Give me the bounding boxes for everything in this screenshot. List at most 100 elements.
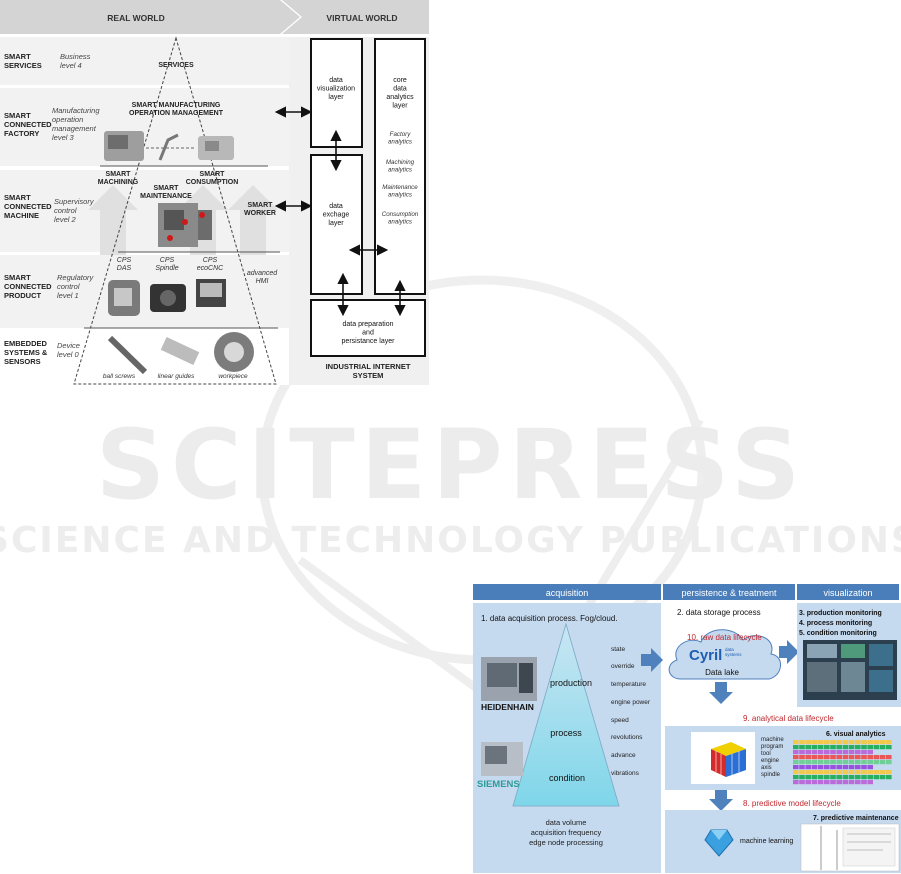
condition-monitoring-label: 5. condition monitoring	[799, 630, 877, 637]
header-acquisition	[473, 584, 661, 600]
heatmap-cell	[799, 780, 805, 785]
heatmap-cell	[799, 740, 805, 745]
heatmap-cell	[824, 775, 830, 780]
heatmap-cell	[824, 760, 830, 765]
heidenhain-machine	[481, 657, 537, 701]
heatmap-cell	[793, 775, 799, 780]
heatmap-cell	[867, 755, 873, 760]
raw-data-lifecycle: 10. raw data lifecycle	[687, 633, 762, 642]
heatmap-cell	[811, 775, 818, 780]
svg-text:temperature: temperature	[611, 681, 646, 688]
heatmap-cell	[842, 765, 849, 770]
heatmap-cell	[873, 755, 880, 760]
svg-text:tool: tool	[761, 751, 771, 757]
arrow-to-analytics	[709, 682, 733, 704]
real-world-label: REAL WORLD	[107, 13, 164, 23]
siemens-logo: SIEMENS	[477, 779, 520, 790]
data-lake-cloud	[668, 629, 781, 680]
ball-screws-label: ball screws	[103, 373, 136, 380]
heatmap-cell	[879, 745, 886, 750]
heatmap-cell	[861, 745, 867, 750]
heatmap-cell	[817, 740, 824, 745]
heatmap-cell	[861, 755, 867, 760]
heatmap-cell	[799, 755, 805, 760]
heatmap-cell	[879, 740, 886, 745]
heatmap-cell	[848, 750, 855, 755]
heatmap-cell	[873, 770, 880, 775]
heatmap-cell	[836, 770, 842, 775]
heatmap-cell	[861, 780, 867, 785]
heatmap-cell	[799, 745, 805, 750]
heatmap-cell	[848, 770, 855, 775]
machine-learning-label: machine learning	[740, 838, 793, 845]
heatmap-cell	[793, 745, 799, 750]
arrow-to-monitoring	[779, 640, 799, 664]
heatmap-cell	[811, 740, 818, 745]
pyramid-condition: condition	[549, 773, 585, 783]
arrow-to-storage	[641, 648, 663, 672]
heatmap-cell	[799, 760, 805, 765]
heatmap-cell	[805, 765, 811, 770]
heatmap-cell	[842, 760, 849, 765]
heatmap-cell	[855, 755, 861, 760]
cps-devices	[108, 279, 226, 316]
heatmap-cell	[879, 760, 886, 765]
pyramid-production: production	[550, 678, 592, 688]
heatmap-cell	[867, 775, 873, 780]
heatmap-cell	[861, 740, 867, 745]
heatmap-cell	[805, 760, 811, 765]
heatmap-cell	[811, 745, 818, 750]
heatmap-cell	[805, 755, 811, 760]
machine-learning-icon	[704, 829, 734, 857]
heatmap-cell	[848, 745, 855, 750]
olap-cube-icon	[711, 742, 746, 777]
heatmap-cell	[886, 740, 892, 745]
heatmap-cell	[793, 750, 799, 755]
header-persistence	[663, 584, 795, 600]
predictive-maintenance-label: 7. predictive maintenance	[813, 815, 899, 822]
data-lake-label: Data lake	[705, 668, 739, 677]
production-monitoring-label: 3. production monitoring	[799, 610, 882, 617]
svg-text:machine: machine	[761, 737, 784, 743]
heatmap-cell	[811, 765, 818, 770]
heatmap-cell	[817, 770, 824, 775]
process-monitoring-label: 4. process monitoring	[799, 620, 872, 627]
analytical-data-lifecycle: 9. analytical data lifecycle	[743, 714, 834, 723]
predictive-chart	[800, 823, 900, 872]
heatmap-cell	[873, 760, 880, 765]
svg-text:engine: engine	[761, 758, 780, 764]
heatmap-cell	[799, 765, 805, 770]
heatmap-cell	[861, 760, 867, 765]
heatmap-cell	[842, 750, 849, 755]
heatmap-cell	[793, 755, 799, 760]
heatmap-cell	[830, 740, 836, 745]
svg-text:spindle: spindle	[761, 772, 781, 778]
heatmap-cell	[886, 745, 892, 750]
heatmap-cell	[886, 755, 892, 760]
heatmap-cell	[811, 760, 818, 765]
visual-analytics-heatmap	[793, 740, 892, 785]
watermark-subtitle: SCIENCE AND TECHNOLOGY PUBLICATIONS	[0, 520, 901, 561]
heatmap-cell	[836, 745, 842, 750]
heatmap-cell	[855, 745, 861, 750]
heatmap-cell	[817, 775, 824, 780]
data-visualization-layer-box	[310, 38, 363, 148]
maintenance-machine	[158, 203, 212, 247]
visual-analytics-label: 6. visual analytics	[826, 731, 886, 738]
acquisition-frequency-label: acquisition frequency	[531, 828, 602, 837]
heatmap-cell	[867, 760, 873, 765]
